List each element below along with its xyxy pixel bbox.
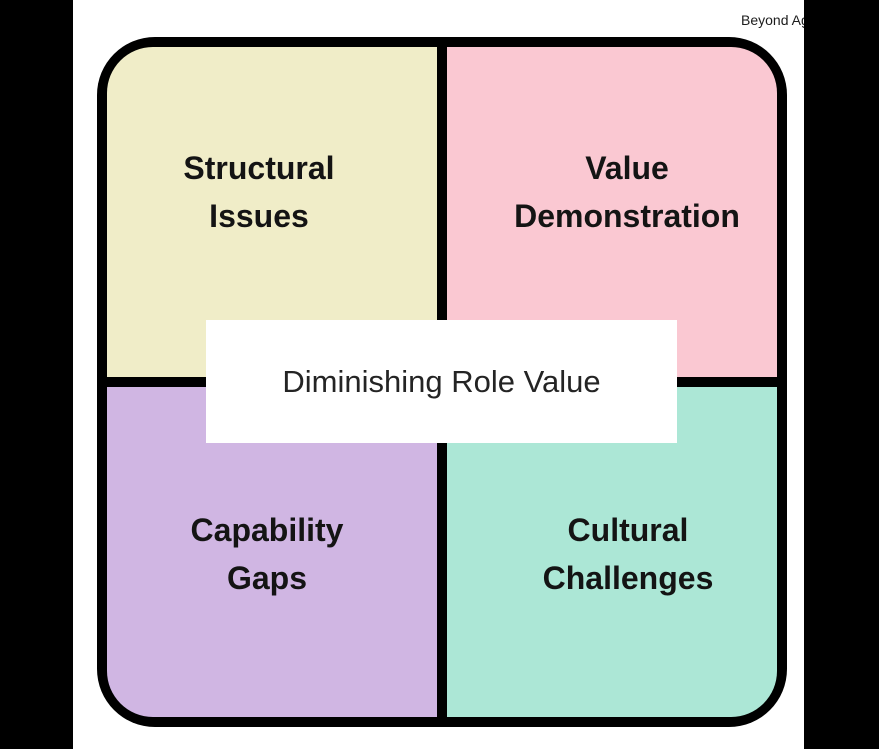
label-line: Cultural bbox=[567, 512, 689, 548]
label-line: Gaps bbox=[226, 560, 307, 596]
center-label: Diminishing Role Value bbox=[282, 363, 601, 399]
label-line: Value bbox=[585, 150, 669, 186]
label-line: Demonstration bbox=[514, 198, 740, 234]
quadrant-label-value-demonstration: Value Demonstration bbox=[514, 144, 740, 240]
quadrant-label-capability-gaps: Capability Gaps bbox=[191, 506, 344, 602]
label-line: Challenges bbox=[542, 560, 714, 596]
quadrant-label-cultural-challenges: Cultural Challenges bbox=[543, 506, 714, 602]
label-line: Capability bbox=[190, 512, 344, 548]
quadrant-label-structural-issues: Structural Issues bbox=[183, 144, 334, 240]
label-line: Structural bbox=[183, 150, 335, 186]
center-label-box: Diminishing Role Value bbox=[206, 320, 677, 443]
left-black-bar bbox=[0, 0, 73, 749]
watermark-text: Beyond Ag bbox=[741, 12, 809, 28]
label-line: Issues bbox=[209, 198, 309, 234]
right-black-bar bbox=[804, 0, 879, 749]
